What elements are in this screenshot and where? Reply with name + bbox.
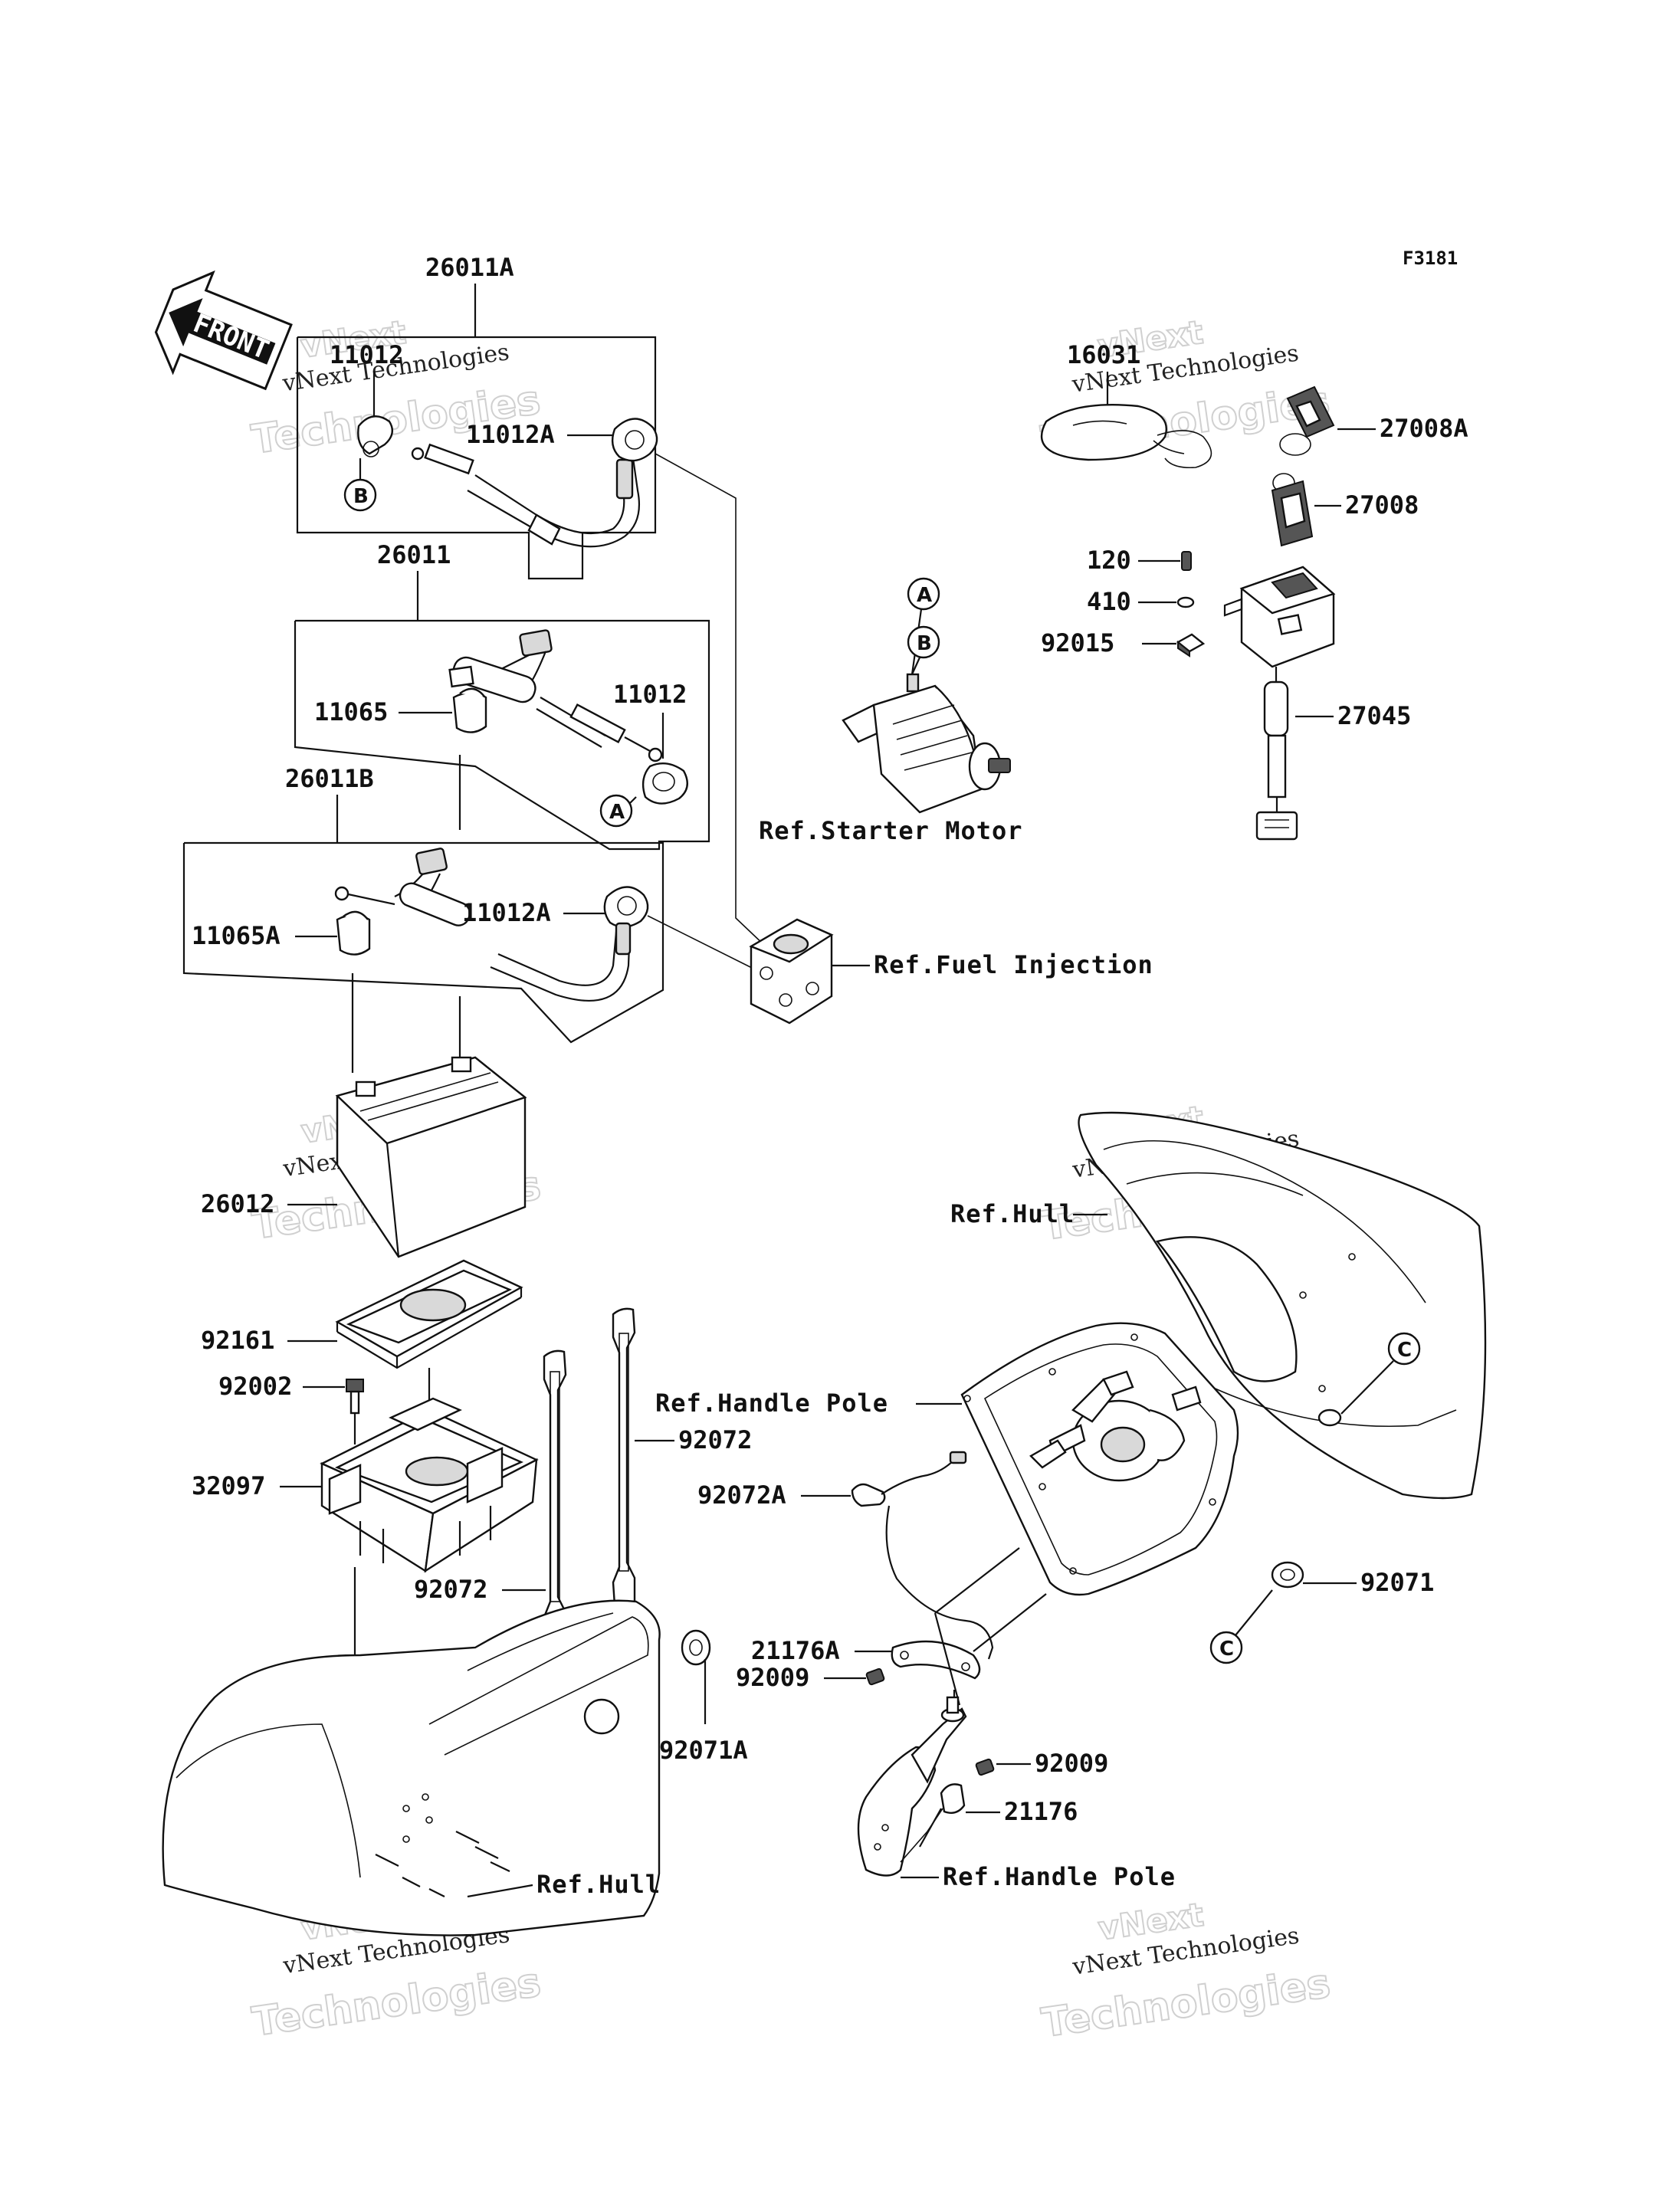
hull-bottom-left: Ref.Hull	[162, 1567, 661, 1936]
cable-assembly-26011A: 26011A 11012 B 11012A	[296, 253, 767, 948]
label-26011B: 26011B	[285, 764, 374, 793]
label-11065A: 11065A	[192, 921, 281, 950]
washer-410: 410	[1087, 587, 1195, 616]
svg-text:B: B	[917, 632, 932, 655]
label-92015: 92015	[1041, 628, 1114, 657]
ref-hull-top: Ref.Hull	[950, 1199, 1075, 1228]
label-27008A: 27008A	[1380, 414, 1468, 443]
label-92161: 92161	[201, 1326, 274, 1355]
key-27008: 27008	[1271, 473, 1419, 547]
label-92002: 92002	[218, 1372, 292, 1401]
label-92071A: 92071A	[659, 1736, 748, 1765]
handle-pole-base-plate: Ref.Handle Pole	[655, 1322, 1239, 1596]
svg-text:A: A	[917, 584, 932, 607]
watermark-bottom-right: vNext vNext Technologies Technologies	[1039, 1895, 1334, 2048]
label-92072-right: 92072	[678, 1425, 752, 1454]
label-92072A: 92072A	[697, 1481, 786, 1510]
label-92072-left: 92072	[414, 1575, 487, 1604]
starter-motor: A B Ref.Starter Motor	[759, 577, 1023, 845]
fuel-injection-throttle-body: Ref.Fuel Injection	[749, 918, 1153, 1025]
key-27008A: 27008A	[1279, 385, 1468, 456]
svg-text:C: C	[1219, 1638, 1234, 1661]
label-27045: 27045	[1337, 701, 1411, 730]
grommet-92071A: 92071A	[659, 1629, 748, 1765]
svg-text:A: A	[609, 801, 625, 824]
front-arrow-icon: FRONT	[154, 270, 293, 391]
nut-92015: 92015	[1041, 628, 1206, 657]
callout-a-icon	[907, 577, 940, 611]
diagram-code: F3181	[1403, 248, 1458, 269]
ref-starter-motor: Ref.Starter Motor	[759, 816, 1023, 845]
label-21176A: 21176A	[751, 1636, 840, 1665]
strap-92072-right: 92072	[612, 1307, 752, 1608]
switch-27045: 27045	[1223, 566, 1411, 841]
label-26011A: 26011A	[425, 253, 514, 282]
cable-assembly-26011: 26011 11065 11012 A	[294, 540, 710, 851]
label-120: 120	[1087, 546, 1131, 575]
label-11012A-mid: 11012A	[462, 898, 551, 927]
label-26011: 26011	[377, 540, 451, 569]
svg-text:C: C	[1397, 1339, 1412, 1362]
callout-a-icon	[599, 794, 633, 828]
callout-b-icon	[343, 478, 377, 512]
clamp-21176: 21176	[919, 1783, 1078, 1848]
ref-handle-pole-top: Ref.Handle Pole	[655, 1389, 888, 1418]
label-11012A-top: 11012A	[466, 420, 555, 449]
label-11012-top: 11012	[330, 340, 403, 369]
label-92071: 92071	[1360, 1568, 1434, 1597]
battery-26012: 26012	[201, 973, 527, 1258]
screw-120: 120	[1087, 546, 1192, 575]
battery-tray-92161: 92161	[201, 1259, 523, 1369]
callout-c-icon	[1387, 1332, 1421, 1366]
svg-text:B: B	[353, 485, 369, 508]
hull-right: Ref.Hull C	[950, 1111, 1487, 1500]
label-92009-b: 92009	[1035, 1749, 1108, 1778]
label-11065: 11065	[314, 697, 388, 726]
label-21176: 21176	[1004, 1797, 1078, 1826]
battery-case-32097: 32097	[192, 1368, 539, 1573]
cable-assembly-26011B: 26011B 11065A 11012A	[182, 764, 756, 1044]
bracket-21176A: 21176A	[751, 1636, 981, 1680]
label-32097: 32097	[192, 1471, 265, 1500]
callout-b-icon	[907, 625, 940, 659]
label-410: 410	[1087, 587, 1131, 616]
label-26012: 26012	[201, 1189, 274, 1218]
label-92009-a: 92009	[736, 1663, 809, 1692]
lanyard-16031: 16031	[1040, 340, 1212, 469]
label-16031: 16031	[1067, 340, 1140, 369]
ref-fuel-injection: Ref.Fuel Injection	[874, 950, 1153, 979]
bolt-92002: 92002	[218, 1372, 364, 1444]
label-27008: 27008	[1345, 490, 1419, 520]
ref-hull-bottom: Ref.Hull	[536, 1870, 661, 1899]
ref-handle-pole-bottom: Ref.Handle Pole	[943, 1862, 1176, 1891]
grommet-92071: 92071 C	[1209, 1561, 1434, 1664]
screw-92009-b: 92009	[975, 1749, 1108, 1778]
handle-pole-shaft: Ref.Handle Pole	[857, 1547, 1176, 1891]
label-11012-mid: 11012	[613, 680, 687, 709]
wire-harness-92072A: 92072A	[697, 1451, 994, 1660]
callout-c-icon	[1209, 1631, 1243, 1664]
screw-92009-a: 92009	[736, 1663, 885, 1692]
